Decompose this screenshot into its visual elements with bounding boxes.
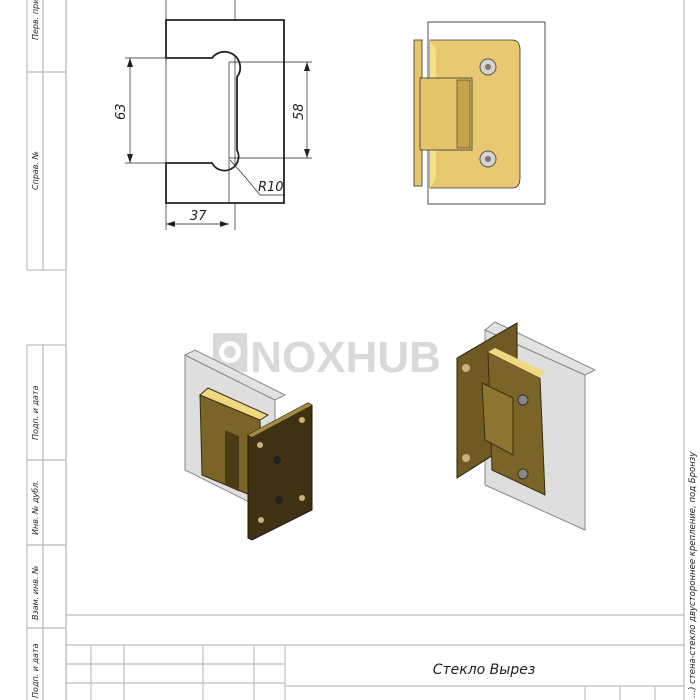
watermark: INOXHUB (238, 333, 441, 382)
stamp-label-1: Перв. примен. (31, 0, 40, 40)
side-caption: ...) стена-стекло двустороннее крепление… (688, 451, 698, 698)
side-stamp (26, 0, 67, 700)
stamp-label-4: Инв. № дубл. (31, 480, 40, 535)
title-block (66, 614, 684, 700)
dim-r10: R10 (258, 180, 284, 195)
title-block-name: Стекло Вырез (433, 662, 536, 678)
stamp-label-3: Подп. и дата (31, 385, 40, 440)
dim-58: 58 (292, 103, 307, 120)
stamp-label-5: Взам. инв. № (31, 566, 40, 620)
stamp-label-2: Справ. № (31, 151, 40, 190)
hinge-isometric-left (183, 349, 313, 541)
hinge-front-view (413, 21, 546, 205)
dim-63: 63 (114, 103, 129, 120)
dim-37: 37 (190, 209, 207, 224)
cutout-drawing (125, 0, 312, 230)
stamp-label-6: Подп. и дата (31, 643, 40, 698)
hinge-isometric-right (456, 321, 597, 531)
